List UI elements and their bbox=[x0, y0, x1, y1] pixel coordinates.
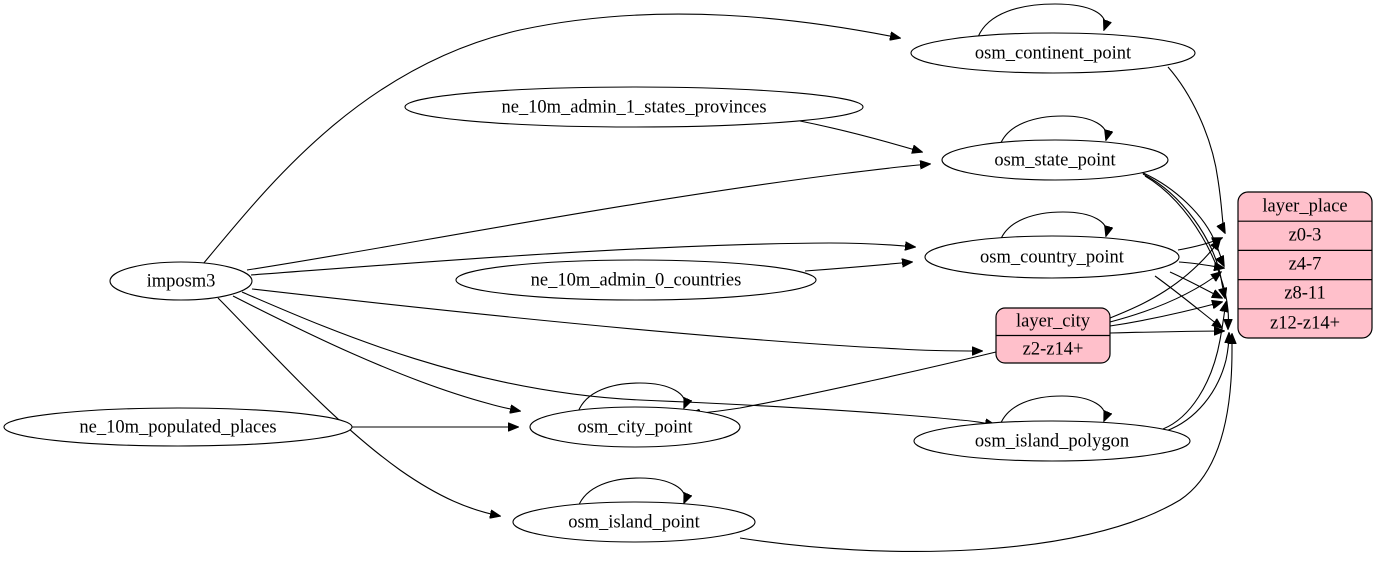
edge-osm_country_point-to-layer_place-z12-z14 bbox=[1154, 275, 1222, 328]
node-ne_10m_populated_places[interactable]: ne_10m_populated_places bbox=[3, 407, 353, 447]
node-osm_state_point-label: osm_state_point bbox=[994, 150, 1116, 170]
record-layer_city-row-z2[interactable]: z2-z14+ bbox=[1023, 339, 1084, 359]
edge-osm_country_point-to-layer_place-z0-3 bbox=[1177, 238, 1222, 251]
edge-layer_city-to-layer_place-z0-3 bbox=[1109, 240, 1220, 319]
node-osm_state_point-shape[interactable] bbox=[941, 139, 1169, 181]
edge-self-loop-osm_country_point bbox=[999, 211, 1107, 242]
node-osm_country_point[interactable]: osm_country_point bbox=[924, 235, 1180, 279]
record-layer: layer_city z2-z14+ layer_place z0-3 z4-7… bbox=[995, 191, 1373, 364]
edge-osm_island_polygon-to-layer_place-z12-z14 bbox=[1165, 333, 1229, 432]
edge-self-loop-osm_continent_point bbox=[977, 3, 1105, 38]
node-osm_city_point-label: osm_city_point bbox=[577, 417, 693, 437]
edge-layer_city-z2-to-osm_city_point bbox=[690, 351, 997, 414]
edge-ne_10m_admin_1_states_provinces-to-osm_state_point bbox=[799, 120, 922, 152]
node-imposm3-shape[interactable] bbox=[109, 261, 253, 301]
edge-osm_island_point-to-layer_place-z12-z14 bbox=[739, 334, 1232, 552]
edge-imposm3-to-osm_state_point bbox=[246, 164, 930, 271]
record-layer_place-row-z12-z14[interactable]: z12-z14+ bbox=[1270, 313, 1340, 333]
record-layer_place-box[interactable] bbox=[1237, 191, 1373, 339]
node-osm_island_point-label: osm_island_point bbox=[568, 512, 700, 532]
node-osm_city_point[interactable]: osm_city_point bbox=[529, 406, 741, 448]
edge-osm_state_point-to-layer_place-z12-z14 bbox=[1144, 175, 1228, 329]
node-ne_10m_populated_places-shape[interactable] bbox=[3, 407, 353, 447]
edge-self-loop-osm_city_point bbox=[577, 382, 685, 413]
edge-osm_country_point-to-layer_place-z8-11 bbox=[1169, 271, 1222, 298]
node-imposm3-label: imposm3 bbox=[147, 271, 216, 291]
edge-imposm3-to-osm_island_polygon bbox=[241, 291, 995, 425]
record-layer_place-row-z8-11[interactable]: z8-11 bbox=[1284, 283, 1325, 303]
node-osm_island_point-shape[interactable] bbox=[512, 501, 756, 543]
edge-layer_city-to-layer_place-z8-11 bbox=[1109, 302, 1222, 327]
node-ne_10m_admin_0_countries-shape[interactable] bbox=[455, 259, 817, 301]
edge-layer_city-to-layer_place-z12-z14 bbox=[1109, 331, 1224, 333]
edge-imposm3-to-layer_city-z2 bbox=[251, 288, 982, 351]
record-layer_place-row-z0-3[interactable]: z0-3 bbox=[1289, 225, 1322, 245]
node-ne_10m_admin_1_states_provinces-shape[interactable] bbox=[404, 86, 864, 128]
record-layer_city[interactable]: layer_city z2-z14+ bbox=[995, 307, 1111, 364]
edge-imposm3-to-osm_island_point bbox=[217, 297, 500, 516]
node-osm_country_point-shape[interactable] bbox=[924, 235, 1180, 279]
edge-self-loop-osm_island_point bbox=[577, 477, 685, 508]
node-osm_city_point-shape[interactable] bbox=[529, 406, 741, 448]
record-layer_city-row-title[interactable]: layer_city bbox=[1016, 311, 1091, 331]
edge-layer bbox=[202, 3, 1232, 552]
node-osm_continent_point[interactable]: osm_continent_point bbox=[910, 32, 1196, 74]
node-layer: imposm3 ne_10m_populated_places ne_10m_a… bbox=[3, 32, 1196, 543]
edge-self-loop-osm_state_point bbox=[999, 115, 1107, 146]
node-ne_10m_admin_0_countries[interactable]: ne_10m_admin_0_countries bbox=[455, 259, 817, 301]
edge-ne_10m_admin_0_countries-to-osm_country_point bbox=[804, 262, 912, 272]
node-ne_10m_populated_places-label: ne_10m_populated_places bbox=[79, 417, 276, 437]
node-osm_country_point-label: osm_country_point bbox=[980, 247, 1125, 267]
edge-imposm3-to-osm_city_point bbox=[232, 295, 520, 411]
record-layer_place[interactable]: layer_place z0-3 z4-7 z8-11 z12-z14+ bbox=[1237, 191, 1373, 339]
edge-osm_country_point-to-layer_place-z4-7 bbox=[1178, 261, 1224, 268]
node-osm_continent_point-label: osm_continent_point bbox=[975, 43, 1132, 63]
record-layer_place-row-z4-7[interactable]: z4-7 bbox=[1289, 254, 1322, 274]
node-osm_island_point[interactable]: osm_island_point bbox=[512, 501, 756, 543]
node-osm_island_polygon[interactable]: osm_island_polygon bbox=[913, 420, 1191, 462]
edge-imposm3-to-osm_country_point bbox=[250, 243, 915, 276]
edge-self-loop-osm_island_polygon bbox=[999, 395, 1105, 426]
edge-layer_city-to-layer_place-z4-7 bbox=[1109, 272, 1221, 323]
node-imposm3[interactable]: imposm3 bbox=[109, 261, 253, 301]
record-layer_place-row-title[interactable]: layer_place bbox=[1262, 196, 1347, 216]
node-osm_continent_point-shape[interactable] bbox=[910, 32, 1196, 74]
edge-osm_island_polygon-to-layer_place-z8-11 bbox=[1162, 302, 1226, 430]
node-osm_state_point[interactable]: osm_state_point bbox=[941, 139, 1169, 181]
edge-osm_continent_point-to-layer_place-z0-3 bbox=[1167, 66, 1225, 233]
node-ne_10m_admin_1_states_provinces-label: ne_10m_admin_1_states_provinces bbox=[501, 97, 766, 117]
node-ne_10m_admin_0_countries-label: ne_10m_admin_0_countries bbox=[531, 270, 742, 290]
edge-imposm3-to-osm_continent_point bbox=[202, 13, 900, 265]
node-osm_island_polygon-label: osm_island_polygon bbox=[975, 431, 1129, 451]
node-ne_10m_admin_1_states_provinces[interactable]: ne_10m_admin_1_states_provinces bbox=[404, 86, 864, 128]
node-osm_island_polygon-shape[interactable] bbox=[913, 420, 1191, 462]
